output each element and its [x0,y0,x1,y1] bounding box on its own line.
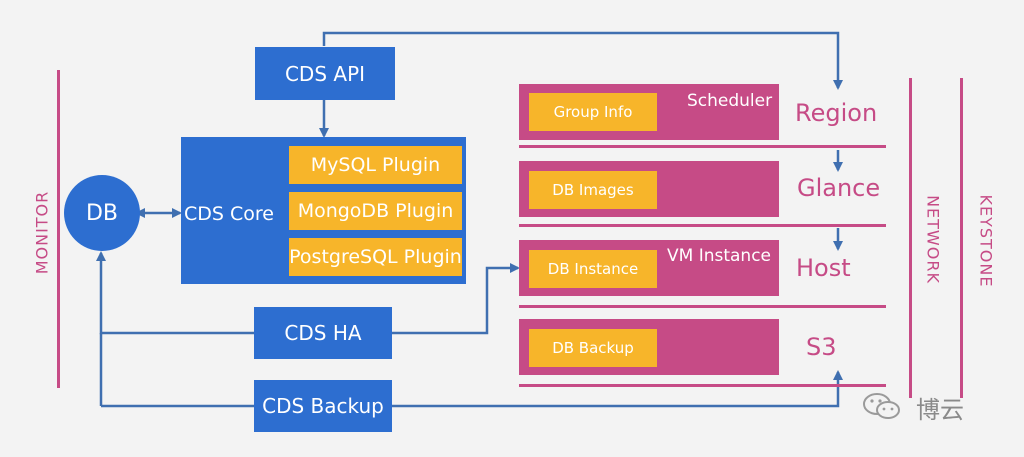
vm-instance-label: VM Instance [667,246,772,266]
monitor-bar [57,70,60,388]
s3-line [519,384,886,387]
cds-core-label: CDS Core [184,203,274,225]
cds-core-box: CDS Core MySQL Plugin MongoDB Plugin Pos… [181,137,466,284]
scheduler-row: Group Info Scheduler [519,84,779,140]
wechat-icon [862,391,902,421]
cds-api-box: CDS API [255,47,395,100]
vm-instance-row: DB Instance VM Instance [519,240,779,296]
watermark-text: 博云 [916,396,964,424]
cds-backup-box: CDS Backup [254,380,392,432]
region-label: Region [795,99,878,127]
region-line [519,145,886,148]
glance-line [519,224,886,227]
db-images-box: DB Images [529,171,657,209]
db-node: DB [64,175,140,251]
db-backup-box: DB Backup [529,329,657,367]
arrow-backup-to-s3 [392,370,843,408]
group-info-box: Group Info [529,93,657,131]
keystone-label: KEYSTONE [976,194,996,288]
network-label: NETWORK [923,195,943,284]
mysql-plugin: MySQL Plugin [289,146,462,184]
cds-backup-label: CDS Backup [262,394,384,418]
arrow-ha-to-instance [392,263,520,335]
monitor-label: MONITOR [32,190,52,275]
arrow-api-to-region [322,31,843,90]
images-row: DB Images [519,161,779,217]
mongodb-plugin: MongoDB Plugin [289,192,462,230]
host-line [519,305,886,308]
db-label: DB [85,200,119,226]
cds-ha-box: CDS HA [254,307,392,359]
backup-row: DB Backup [519,319,779,375]
host-label: Host [796,254,851,282]
s3-label: S3 [806,333,837,361]
db-instance-box: DB Instance [529,250,657,288]
scheduler-label: Scheduler [687,91,773,111]
cds-api-label: CDS API [284,61,366,86]
keystone-bar [960,78,963,398]
network-bar [909,78,912,398]
glance-label: Glance [797,174,881,202]
cds-ha-label: CDS HA [284,321,362,345]
postgresql-plugin: PostgreSQL Plugin [289,238,462,276]
